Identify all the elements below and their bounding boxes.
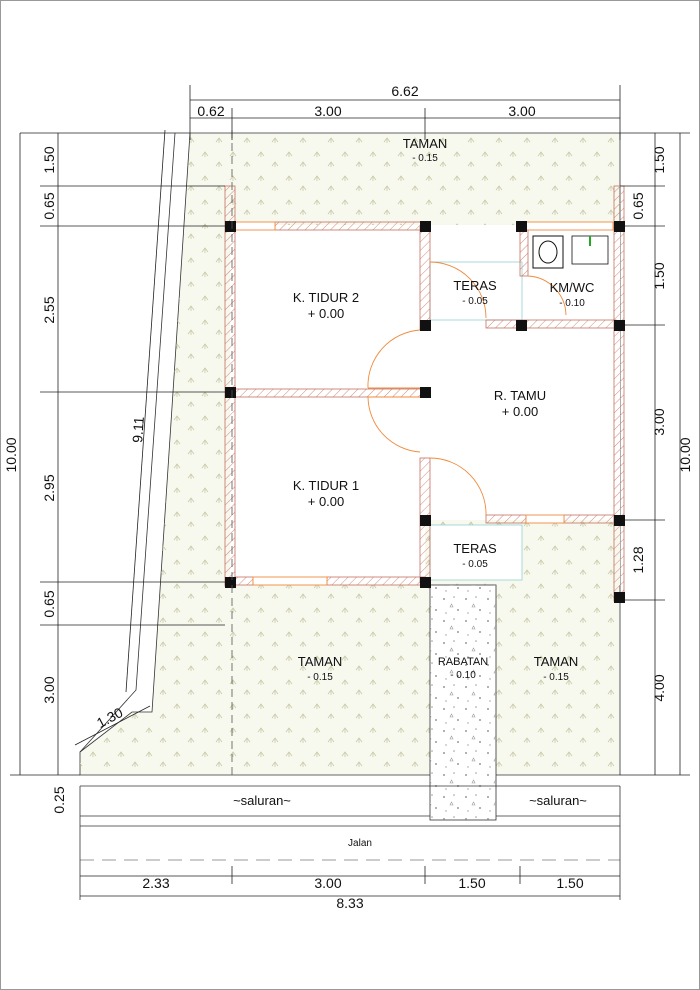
room-teras-top-name: TERAS [453,278,497,293]
dim-right-2: 0.65 [630,192,646,219]
dim-top-3: 3.00 [508,103,535,119]
dim-top-1: 0.62 [197,103,224,119]
dim-right-3: 1.50 [651,262,667,289]
doors [367,261,567,516]
dim-top-2: 3.00 [314,103,341,119]
dim-left-6: 3.00 [41,676,57,703]
teras-bottom-area [429,524,523,581]
room-k-tidur-1-level: + 0.00 [308,494,345,509]
rabatan-gravel [430,585,496,820]
dim-diagonal: 9.11 [129,416,147,443]
room-teras-bottom-level: - 0.05 [462,559,488,570]
room-taman-top-name: TAMAN [403,136,448,151]
room-taman-right-level: - 0.15 [543,672,569,683]
dim-left-3: 2.55 [41,296,57,323]
room-rabatan-level: - 0.10 [450,670,476,681]
room-taman-top-level: - 0.15 [412,153,438,164]
dims-left: 1.50 0.65 2.55 2.95 0.65 3.00 0.25 10.00… [3,146,147,813]
room-r-tamu-name: R. TAMU [494,388,546,403]
dim-bottom-1: 2.33 [142,875,169,891]
room-km-wc-name: KM/WC [550,280,595,295]
room-km-wc-level: - 0.10 [559,298,585,309]
dim-left-5: 0.65 [41,590,57,617]
saluran-left-label: ~saluran~ [233,793,291,808]
room-k-tidur-1-name: K. TIDUR 1 [293,478,359,493]
dim-left-1: 1.50 [41,146,57,173]
dim-bottom-total: 8.33 [336,895,363,911]
room-taman-left-name: TAMAN [298,654,343,669]
room-taman-left-level: - 0.15 [307,672,333,683]
dim-left-7: 0.25 [51,786,67,813]
dim-bottom-3: 1.50 [458,875,485,891]
dim-bottom-2: 3.00 [314,875,341,891]
dim-left-2: 0.65 [41,192,57,219]
room-k-tidur-2-name: K. TIDUR 2 [293,290,359,305]
dim-right-6: 4.00 [651,674,667,701]
dim-top-total: 6.62 [391,83,418,99]
room-rabatan-name: RABATAN [438,656,488,668]
street [79,785,621,900]
room-taman-right-name: TAMAN [534,654,579,669]
dim-right-total: 10.00 [677,437,693,472]
dim-right-1: 1.50 [651,146,667,173]
room-k-tidur-2-level: + 0.00 [308,306,345,321]
columns [225,221,625,603]
dim-right-4: 3.00 [651,408,667,435]
dim-left-4: 2.95 [41,474,57,501]
dim-bottom-4: 1.50 [556,875,583,891]
room-teras-top-level: - 0.05 [462,296,488,307]
dim-left-total: 10.00 [3,437,19,472]
site-boundary-inner [79,132,176,753]
room-r-tamu-level: + 0.00 [502,404,539,419]
dim-right-5: 1.28 [630,546,646,573]
toilet-fixture [532,235,609,269]
dims-right: 1.50 0.65 1.50 3.00 1.28 4.00 10.00 [630,146,693,701]
jalan-label: Jalan [348,838,372,849]
dimension-lines [10,85,690,897]
saluran-right-label: ~saluran~ [529,793,587,808]
room-teras-bottom-name: TERAS [453,541,497,556]
